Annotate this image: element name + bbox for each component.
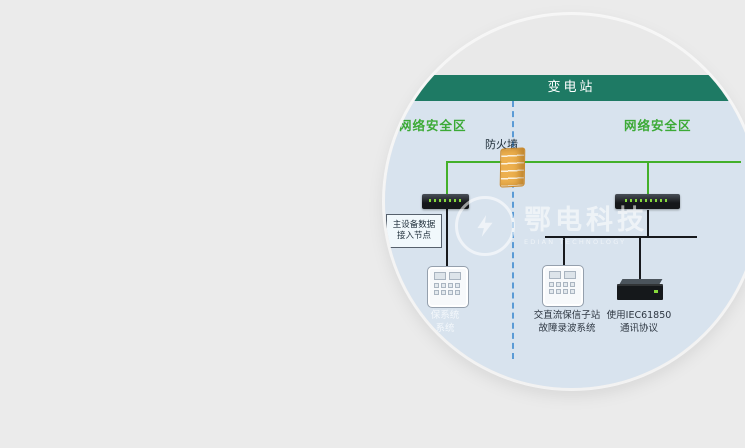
caption-left-line1: 保系统 [430, 310, 460, 321]
relay-display [549, 271, 577, 279]
relay-display [434, 272, 462, 280]
relay-device-center-icon [542, 265, 584, 307]
diagram-area [385, 101, 745, 388]
caption-right-line1: 使用IEC61850 [606, 310, 672, 321]
substation-banner: 变电站 [385, 75, 745, 101]
cable-right-bus [545, 236, 697, 238]
network-trunk-line [446, 161, 741, 163]
security-zone-label-right: 网络安全区 [624, 118, 692, 133]
cable-center-device-drop [563, 236, 565, 266]
caption-right: 使用IEC61850 通讯协议 [604, 310, 674, 335]
server-body [617, 284, 663, 300]
network-switch-right-icon [615, 194, 680, 209]
access-node-line2: 接入节点 [396, 231, 431, 241]
relay-device-left-icon [427, 266, 469, 308]
cable-server-drop [639, 236, 641, 281]
switch-ports [624, 199, 671, 202]
switch-riser-left [446, 162, 448, 195]
caption-center: 交直流保信子站 故障录波系统 [527, 310, 607, 335]
security-zone-label-left: 网络安全区 [399, 118, 467, 133]
caption-left-line2: 系统 [435, 322, 455, 334]
access-node-box: 主设备数据 接入节点 [386, 214, 442, 248]
access-node-line1: 主设备数据 [392, 220, 436, 230]
caption-left: 保系统 系统 [406, 310, 484, 335]
caption-center-line1: 交直流保信子站 [533, 310, 601, 321]
relay-keypad [549, 282, 575, 294]
zoom-circle: 变电站 网络安全区 网络安全区 防火墙 主设备数据 接入节点 [385, 15, 745, 388]
switch-ports [429, 199, 462, 202]
relay-keypad [434, 283, 460, 295]
network-switch-left-icon [422, 194, 469, 209]
cable-left-drop [446, 209, 448, 267]
firewall-icon [499, 147, 526, 188]
substation-title: 变电站 [547, 80, 596, 95]
server-icon [617, 279, 663, 300]
caption-right-line2: 通讯协议 [619, 322, 658, 334]
switch-riser-right [647, 162, 649, 195]
server-led [654, 290, 658, 293]
cable-right-switch-drop [647, 210, 649, 237]
caption-center-line2: 故障录波系统 [538, 322, 596, 334]
